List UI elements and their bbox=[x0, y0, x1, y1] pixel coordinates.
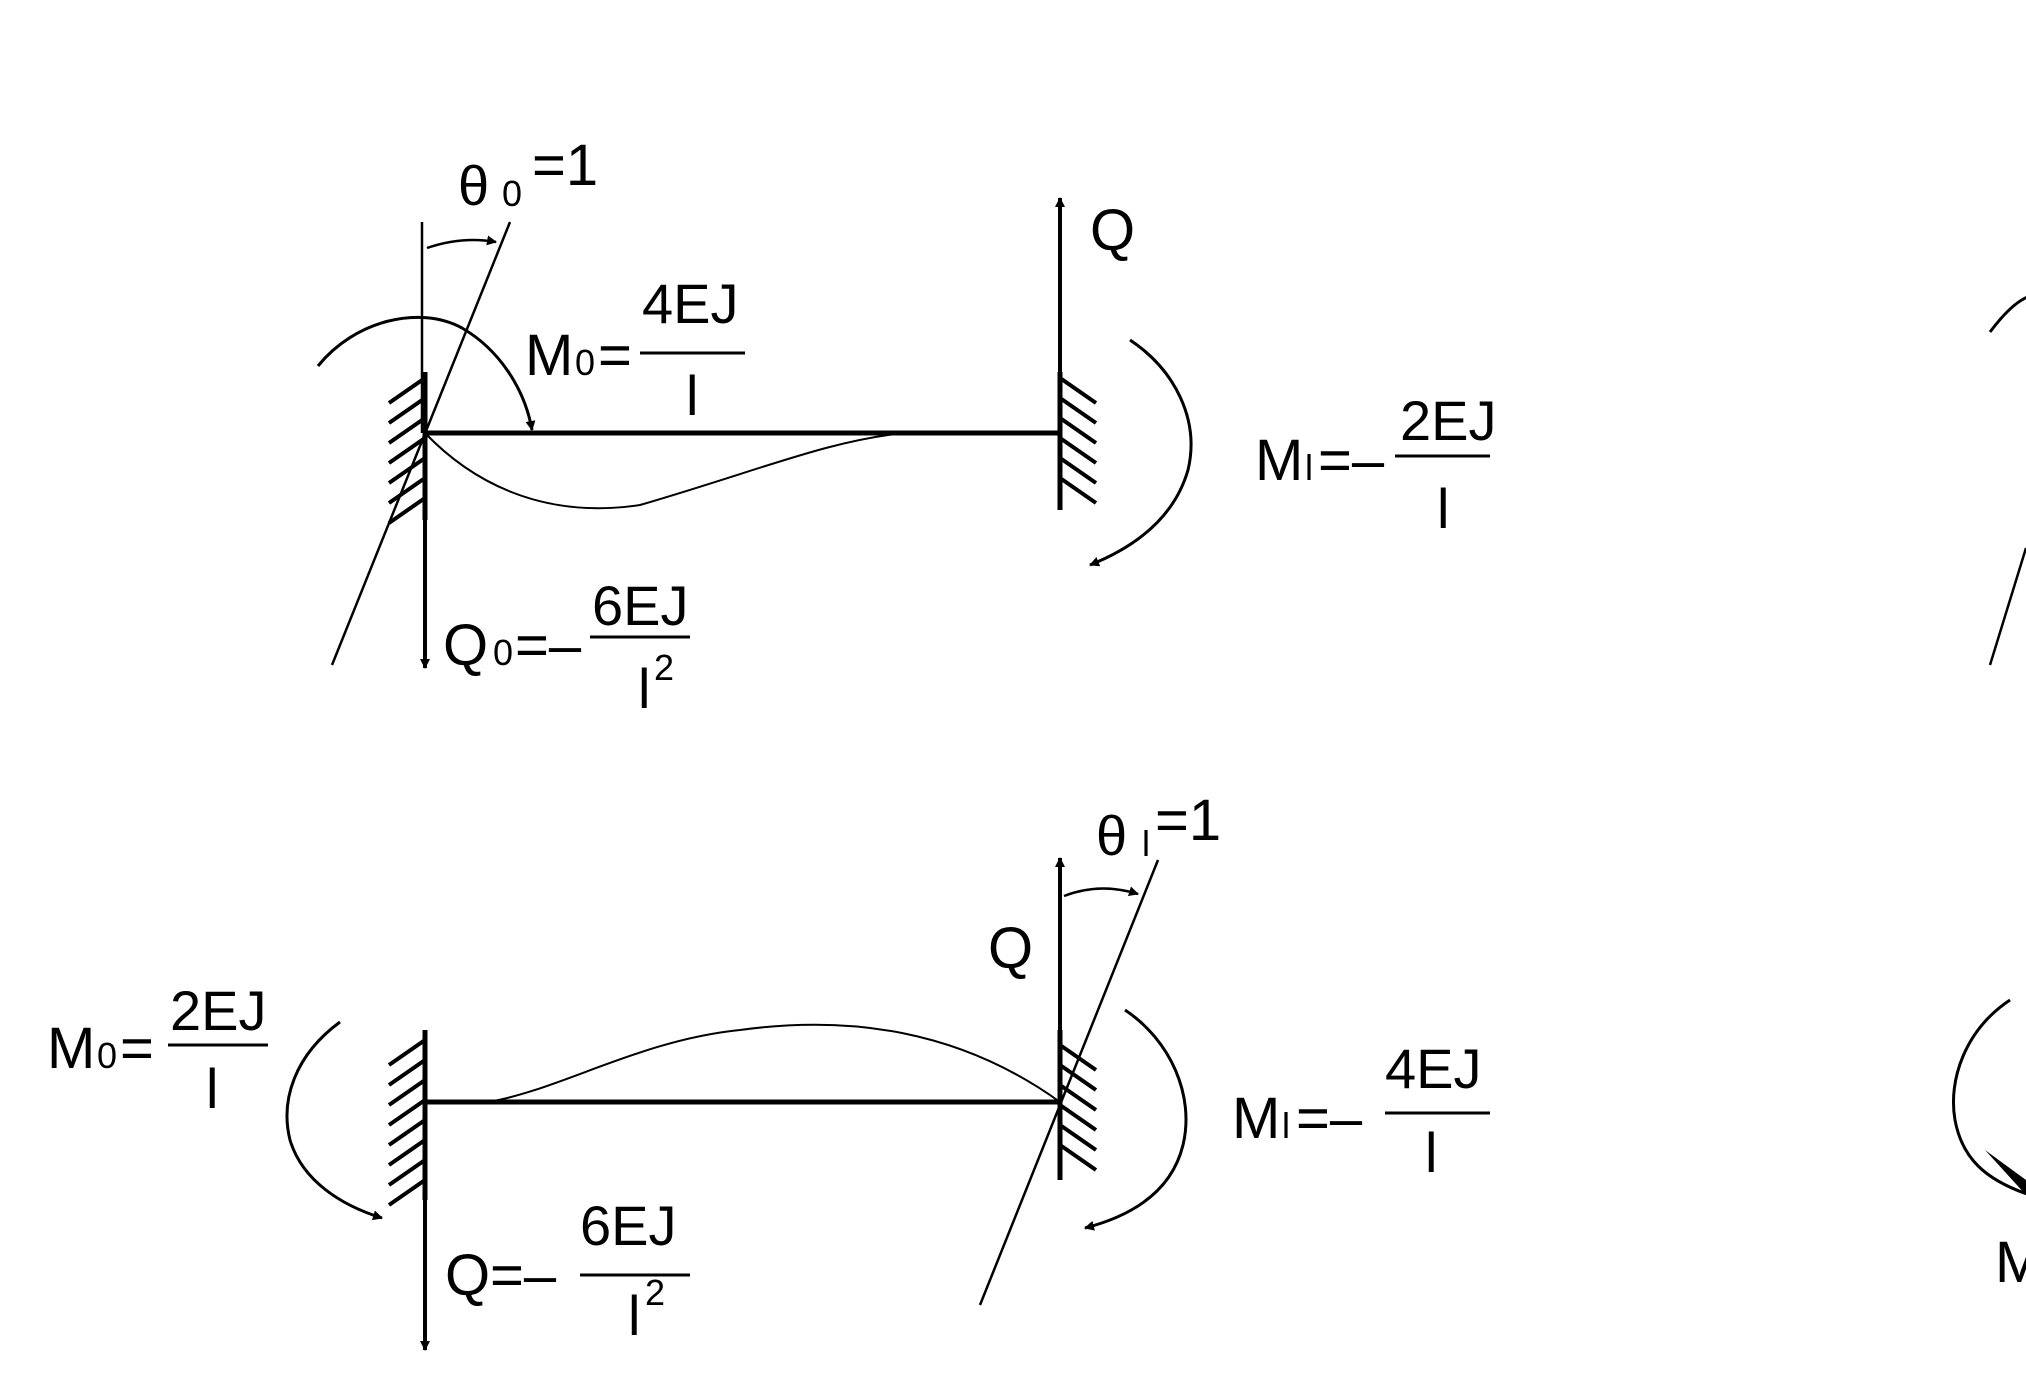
bottom-theta-value: =1 bbox=[1155, 788, 1221, 853]
bottom-right-wall-hatch bbox=[1058, 1043, 1098, 1172]
svg-text:6EJ: 6EJ bbox=[580, 1194, 677, 1257]
top-q0-label: Q 0 =– 6EJ l 2 bbox=[443, 574, 690, 720]
top-m0-moment-arc bbox=[316, 315, 536, 431]
bottom-left-wall-hatch bbox=[387, 1038, 427, 1207]
top-theta-label: θ 0 =1 bbox=[458, 133, 598, 217]
svg-text:2: 2 bbox=[645, 1272, 665, 1313]
bottom-q-left-label: Q =– 6EJ l 2 bbox=[445, 1194, 690, 1347]
svg-text:4EJ: 4EJ bbox=[642, 272, 739, 335]
svg-text:2: 2 bbox=[654, 647, 674, 688]
svg-text:θ: θ bbox=[1096, 804, 1127, 867]
svg-text:=–: =– bbox=[490, 1243, 557, 1308]
cropped-bottom-moment-arc bbox=[1951, 998, 2026, 1196]
svg-text:l: l bbox=[1282, 1105, 1290, 1146]
svg-text:M: M bbox=[1255, 428, 1303, 493]
top-q-label: Q bbox=[1090, 198, 1135, 263]
cropped-m-label: M bbox=[1995, 1230, 2026, 1295]
svg-text:0: 0 bbox=[493, 632, 513, 673]
svg-text:=–: =– bbox=[515, 613, 582, 678]
top-left-wall-hatch bbox=[387, 376, 427, 525]
svg-text:Q: Q bbox=[443, 613, 488, 678]
svg-text:2EJ: 2EJ bbox=[170, 979, 267, 1042]
svg-text:l: l bbox=[1425, 1121, 1437, 1184]
top-ml-moment-arc bbox=[1089, 338, 1193, 567]
bottom-rotated-tangent bbox=[978, 859, 1160, 1306]
top-theta-arc bbox=[426, 235, 497, 250]
svg-text:0: 0 bbox=[97, 1035, 117, 1076]
svg-text:=–: =– bbox=[1296, 1086, 1363, 1151]
bottom-m0-moment-arc bbox=[285, 1020, 383, 1221]
svg-text:=: = bbox=[120, 1016, 154, 1081]
top-m0-label: M 0 = 4EJ l bbox=[525, 272, 745, 427]
svg-text:l: l bbox=[1437, 477, 1449, 540]
bottom-ml-label: M l =– 4EJ l bbox=[1232, 1037, 1490, 1184]
top-theta-value: =1 bbox=[532, 133, 598, 198]
svg-text:M: M bbox=[525, 323, 573, 388]
svg-text:l: l bbox=[1305, 447, 1313, 488]
svg-text:M: M bbox=[47, 1016, 95, 1081]
svg-text:M: M bbox=[1232, 1086, 1280, 1151]
svg-text:l: l bbox=[686, 364, 698, 427]
top-diagram bbox=[316, 197, 1193, 669]
cropped-tangent-line bbox=[1988, 547, 2026, 666]
cropped-arrow-head bbox=[1985, 1150, 2026, 1195]
bottom-theta-arc bbox=[1063, 886, 1139, 898]
bottom-m0-label: M 0 = 2EJ l bbox=[47, 979, 268, 1120]
svg-text:l: l bbox=[638, 657, 650, 720]
svg-text:6EJ: 6EJ bbox=[592, 574, 689, 637]
top-right-wall-hatch bbox=[1058, 376, 1098, 505]
svg-text:4EJ: 4EJ bbox=[1385, 1037, 1482, 1100]
bottom-deflection-curve bbox=[487, 1023, 1061, 1103]
svg-text:2EJ: 2EJ bbox=[1400, 389, 1497, 452]
cropped-right-diagram bbox=[1951, 296, 2026, 1196]
svg-text:=–: =– bbox=[1318, 428, 1385, 493]
bottom-q-label: Q bbox=[988, 916, 1033, 981]
bottom-theta-sub: l bbox=[1142, 823, 1150, 864]
svg-text:θ: θ bbox=[458, 154, 489, 217]
cropped-top-moment-arc bbox=[1988, 296, 2026, 333]
top-ml-label: M l =– 2EJ l bbox=[1255, 389, 1497, 540]
top-theta-sub: 0 bbox=[502, 173, 522, 214]
svg-text:0: 0 bbox=[575, 342, 595, 383]
bottom-theta-label: θ l =1 bbox=[1096, 788, 1221, 867]
svg-text:Q: Q bbox=[445, 1243, 490, 1308]
bottom-diagram bbox=[285, 857, 1188, 1351]
top-rotated-tangent bbox=[330, 221, 512, 666]
svg-text:=: = bbox=[598, 323, 632, 388]
top-deflection-curve bbox=[424, 432, 906, 510]
svg-text:l: l bbox=[206, 1057, 218, 1120]
bottom-ml-moment-arc bbox=[1084, 1008, 1188, 1231]
svg-text:l: l bbox=[628, 1284, 640, 1347]
